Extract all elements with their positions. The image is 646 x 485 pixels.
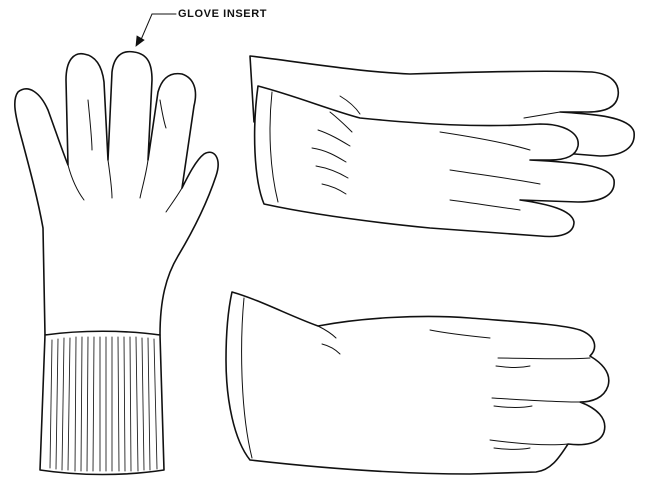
callout-leader bbox=[136, 14, 176, 46]
glove-insert-hand bbox=[15, 52, 218, 335]
leather-glove-bottom bbox=[226, 292, 609, 474]
glove-insert-label: GLOVE INSERT bbox=[178, 8, 267, 20]
glove-insert-cuff bbox=[40, 331, 164, 474]
leather-glove-pair-top bbox=[250, 56, 634, 236]
glove-insert-drawing bbox=[15, 52, 218, 475]
bottom-glove-outline bbox=[226, 292, 609, 474]
